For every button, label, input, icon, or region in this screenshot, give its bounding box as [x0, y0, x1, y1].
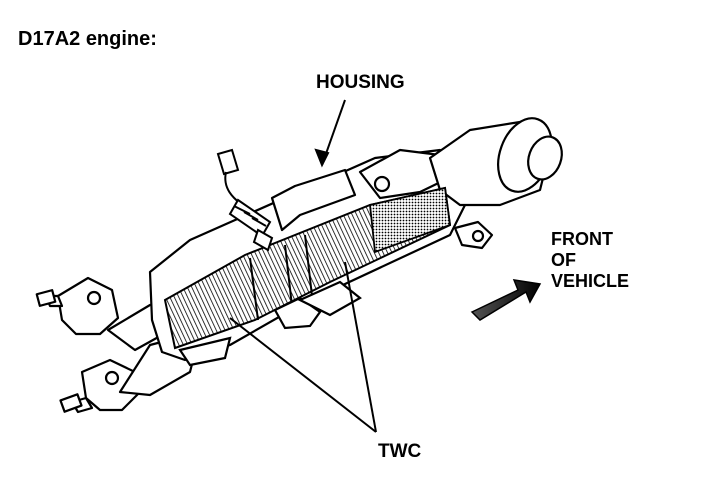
front-label-line3: VEHICLE [551, 271, 630, 291]
oxygen-sensor [216, 148, 274, 252]
front-of-vehicle-label: FRONT OF VEHICLE [551, 229, 629, 292]
lower-flange [59, 358, 142, 414]
twc-label: TWC [378, 441, 422, 462]
front-label-line1: FRONT [551, 229, 613, 249]
leader-lines [229, 99, 377, 433]
upper-flange [35, 276, 120, 336]
housing-band-top [270, 168, 357, 232]
front-label-line2: OF [551, 250, 576, 270]
page-title: D17A2 engine: [18, 28, 157, 50]
front-arrow [470, 279, 542, 321]
housing-label: HOUSING [316, 72, 405, 93]
